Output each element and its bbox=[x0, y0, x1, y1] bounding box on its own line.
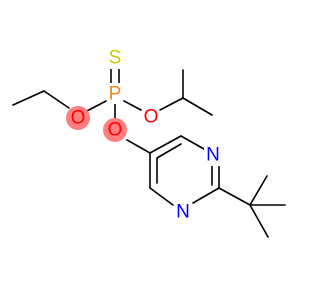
ring-n3-c4-bond bbox=[149, 187, 174, 206]
atom-highlight-layer bbox=[66, 106, 127, 142]
isopropyl-right-methyl-bond bbox=[182, 97, 213, 116]
phosphorus-isopropoxy-oxygen-bond bbox=[123, 100, 142, 111]
ring-c6-n1-bond bbox=[180, 135, 205, 150]
isopropoxy-oxygen-atom-label: O bbox=[144, 107, 159, 128]
tert-butyl-upper-methyl-bond bbox=[249, 175, 268, 206]
ring-c6-c5-inner-double-bond bbox=[156, 143, 182, 159]
ethyl-ch2-oxygen-bond bbox=[43, 90, 70, 109]
ring-tert-butyl-bond bbox=[218, 187, 251, 206]
pyrimidine-upper-nitrogen-label: N bbox=[206, 145, 220, 166]
aryl-oxygen-ring-carbon-bond bbox=[126, 139, 151, 154]
ethoxy-oxygen-phosphorus-bond bbox=[86, 100, 107, 112]
atom-label-layer: S P O O O N N bbox=[71, 48, 222, 223]
pyrimidine-lower-nitrogen-label: N bbox=[176, 202, 190, 223]
molecule-structure-canvas: S P O O O N N bbox=[12, 48, 286, 238]
ethoxy-oxygen-highlight bbox=[66, 106, 90, 130]
sulfur-atom-label: S bbox=[109, 48, 122, 69]
ethyl-ch3-ch2-bond bbox=[12, 90, 45, 106]
tert-butyl-lower-methyl-bond bbox=[249, 204, 269, 238]
bond-layer bbox=[12, 67, 286, 238]
ring-c5-c6-bond bbox=[149, 135, 182, 154]
aryl-oxygen-atom-label: O bbox=[108, 120, 123, 141]
phosphorus-atom-label: P bbox=[109, 84, 122, 105]
ethoxy-oxygen-atom-label: O bbox=[71, 108, 86, 129]
aryl-oxygen-highlight bbox=[103, 118, 127, 142]
isopropoxy-oxygen-methine-bond bbox=[159, 97, 184, 111]
ring-c2-n3-bond bbox=[192, 187, 220, 204]
